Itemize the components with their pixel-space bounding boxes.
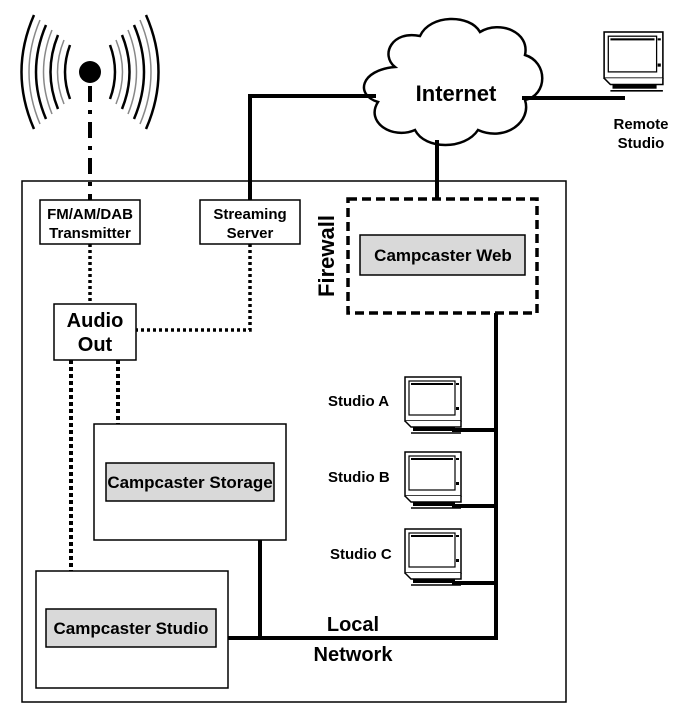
firewall-box xyxy=(346,197,539,315)
internet-cloud-icon xyxy=(362,17,544,147)
internet-label: Internet xyxy=(416,81,497,106)
studio-b-label: Studio B xyxy=(328,469,390,486)
transmitter-box xyxy=(39,199,141,245)
streaming-audio-link xyxy=(136,244,252,332)
transmitter-label: FM/AM/DAB xyxy=(47,206,133,223)
remote-studio-label-2: Studio xyxy=(618,135,665,152)
campcaster-storage-component xyxy=(105,462,275,502)
remote-studio-label: Remote xyxy=(613,116,668,133)
campcaster-storage-label: Campcaster Storage xyxy=(107,473,272,492)
local-network-bus xyxy=(228,313,498,640)
facility-boundary xyxy=(21,180,567,703)
local-network-label: Local xyxy=(327,614,379,636)
internet-streaming-link xyxy=(248,94,376,200)
studio-c-label: Studio C xyxy=(330,546,392,563)
radio-antenna-icon xyxy=(20,14,160,130)
campcaster-web-component xyxy=(359,234,526,276)
audio-out-box xyxy=(53,303,137,361)
remote-studio-computer-icon xyxy=(603,31,664,92)
transmitter-label-2: Transmitter xyxy=(49,225,131,242)
campcaster-web-label: Campcaster Web xyxy=(374,246,512,265)
streaming-server-label: Streaming xyxy=(213,206,286,223)
studio-a-label: Studio A xyxy=(328,393,389,410)
campcaster-studio-label: Campcaster Studio xyxy=(54,619,209,638)
audio-out-label: Audio xyxy=(67,310,124,332)
streaming-server-label-2: Server xyxy=(227,225,274,242)
studio-b-computer-icon xyxy=(404,451,462,509)
studio-c-computer-icon xyxy=(404,528,462,586)
campcaster-studio-component xyxy=(45,608,217,648)
firewall-label: Firewall xyxy=(314,215,339,297)
audio-out-label-2: Out xyxy=(78,334,113,356)
studio-a-computer-icon xyxy=(404,376,462,434)
local-network-label-2: Network xyxy=(314,644,394,666)
